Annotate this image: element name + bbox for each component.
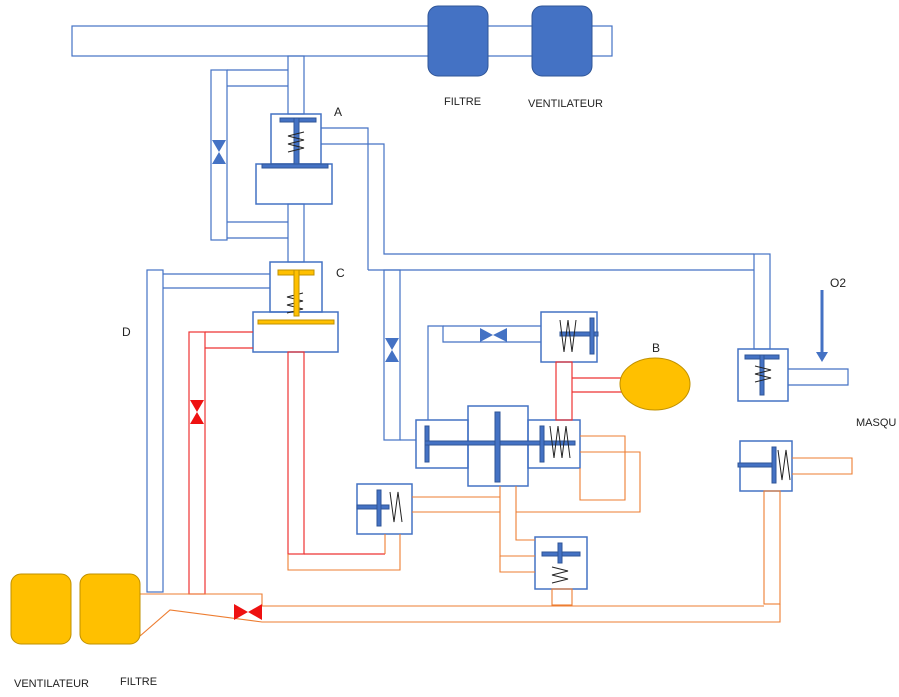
pipe-a-to-c <box>287 203 305 263</box>
bypass-left-pipe <box>210 69 228 241</box>
filtre-bottom-box <box>79 573 141 645</box>
label-filtre-top: FILTRE <box>444 96 482 108</box>
pipe-to-o2-valve <box>753 253 771 350</box>
throttle-red <box>190 400 204 424</box>
throttle-valves <box>190 140 507 620</box>
label-ventilateur-top: VENTILATEUR <box>528 98 603 110</box>
throttle-red-bottom <box>234 604 262 620</box>
valve-o2 <box>737 348 789 402</box>
valve-a-lower <box>255 163 333 205</box>
pipe-top-to-a <box>287 55 305 115</box>
throttle-blue-mid <box>385 338 399 362</box>
top-main-pipe <box>71 25 613 57</box>
label-filtre-bottom: FILTRE <box>120 676 158 688</box>
label-d: D <box>122 325 131 339</box>
red-vertical-left <box>188 331 206 595</box>
springs <box>286 131 791 584</box>
label-o2: O2 <box>830 276 847 290</box>
blue-internals <box>261 117 780 564</box>
label-masque: MASQU <box>856 417 897 429</box>
throttle-blue-top <box>480 328 507 342</box>
valve-c-piston <box>257 269 335 325</box>
ballon-b <box>619 357 691 411</box>
label-b: B <box>652 341 661 355</box>
pipe-d <box>146 269 164 593</box>
red-vertical-c <box>287 351 305 555</box>
red-b-pipe <box>555 361 573 421</box>
label-a: A <box>334 105 343 119</box>
ventilateur-top-box <box>531 5 593 77</box>
label-ventilateur-bottom: VENTILATEUR <box>14 678 89 690</box>
valve-c-lower <box>252 311 339 353</box>
o2-arrow-head <box>816 352 828 362</box>
orange-circuit <box>139 435 853 637</box>
pipe-to-central <box>383 269 401 441</box>
valve-b-upper <box>540 311 598 363</box>
filtre-top-box <box>427 5 489 77</box>
blue-circuit <box>71 25 849 593</box>
label-c: C <box>336 266 345 280</box>
throttle-blue-left <box>212 140 226 164</box>
ventilateur-bottom-box <box>10 573 72 645</box>
